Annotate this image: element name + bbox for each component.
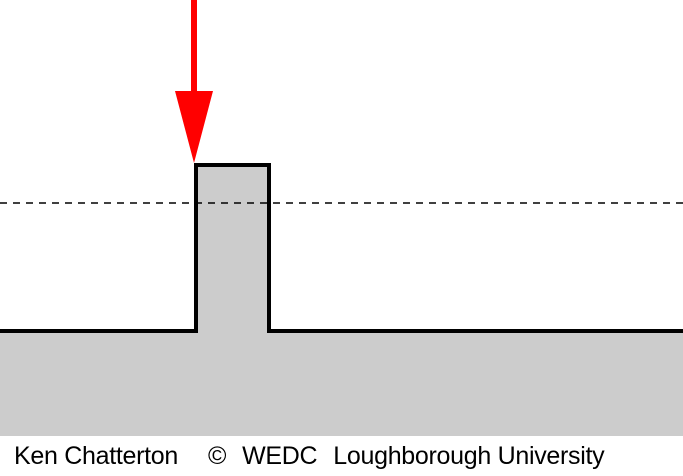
downward-force-arrow: [175, 0, 213, 163]
arrow-shaft: [191, 0, 197, 96]
copyright-symbol: ©: [207, 441, 227, 470]
ground-fill: [0, 165, 683, 436]
credit-author: Ken Chatterton: [14, 441, 178, 470]
credit-organisation: WEDC: [242, 441, 318, 470]
credit-university: Loughborough University: [333, 441, 605, 470]
arrow-head: [175, 91, 213, 163]
ground-surface-outline: [0, 163, 683, 333]
diagram-canvas: [0, 0, 683, 436]
credit-line: Ken Chatterton © WEDC Loughborough Unive…: [0, 436, 683, 476]
